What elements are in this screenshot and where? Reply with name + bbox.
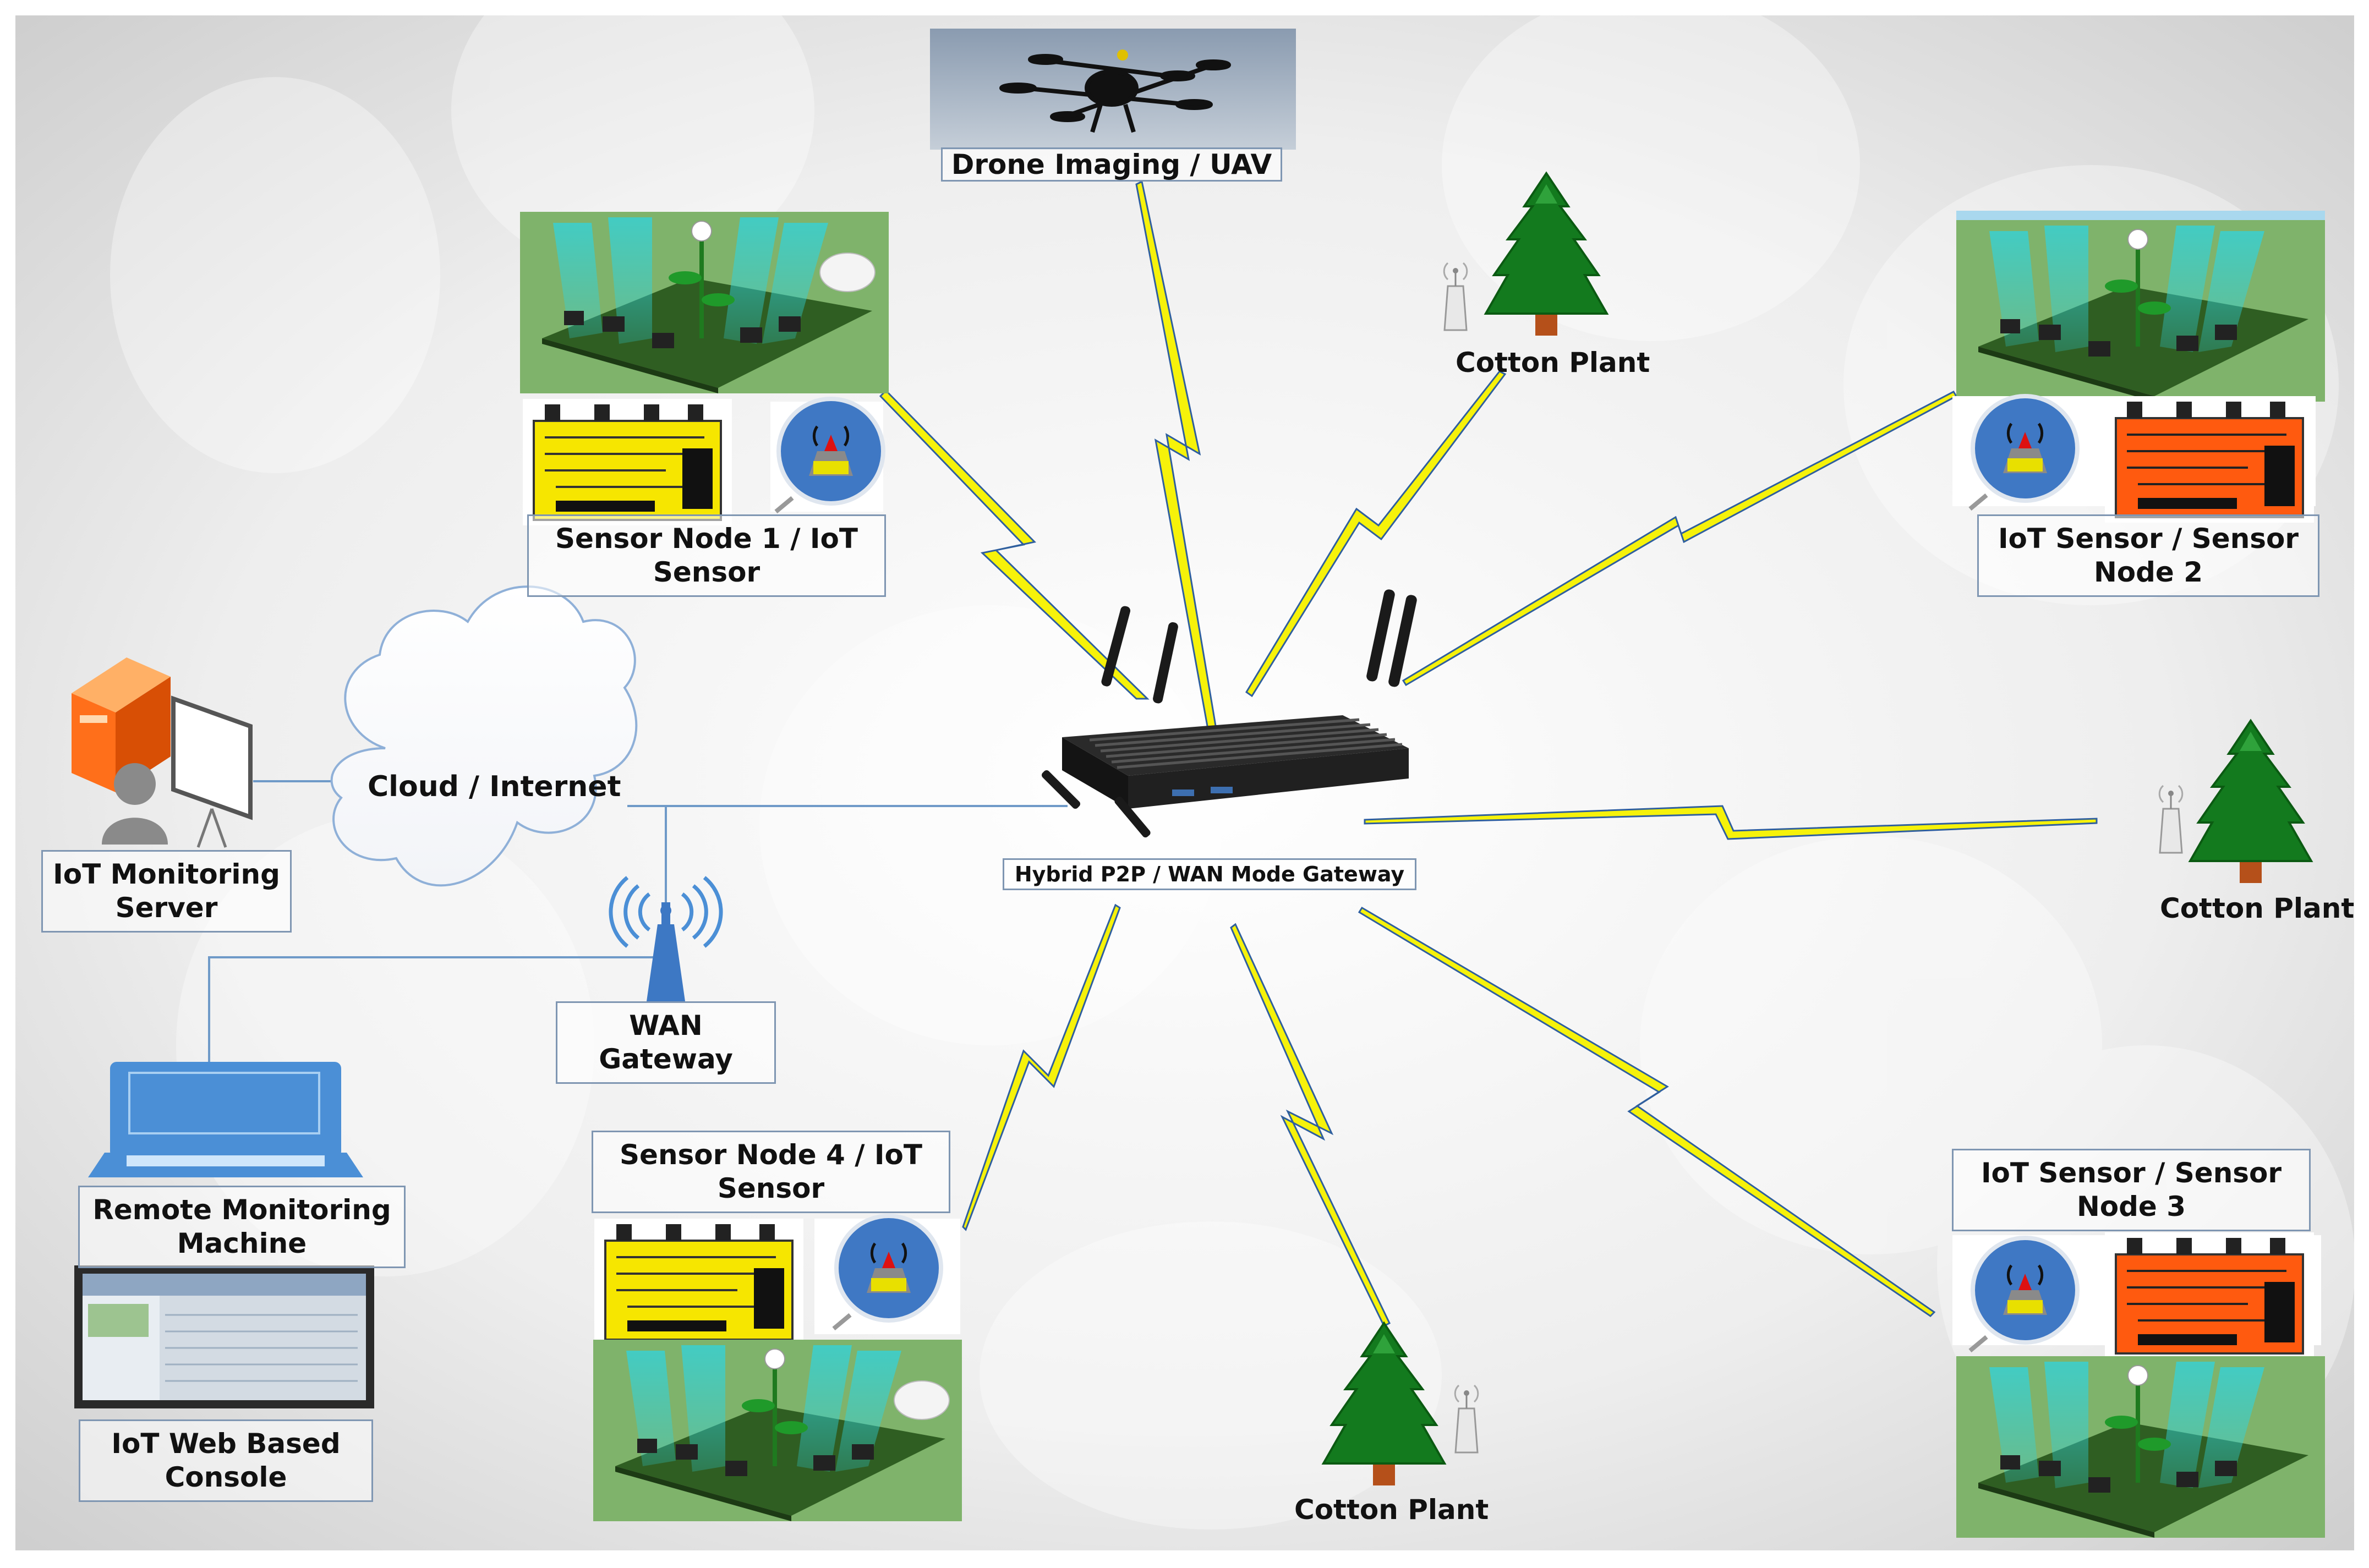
sensor-node-4-graphic xyxy=(593,1216,962,1521)
sensor-node-3-graphic xyxy=(1952,1231,2325,1538)
sensor-node-1-graphic xyxy=(520,212,889,527)
cotton-plant-right-label: Cotton Plant xyxy=(2160,892,2355,924)
sensor-node-1-label: Sensor Node 1 / IoT Sensor xyxy=(527,514,886,597)
monitoring-server-label: IoT Monitoring Server xyxy=(41,850,292,933)
sensor-node-2-graphic xyxy=(1952,211,2325,524)
laptop-icon xyxy=(88,1062,363,1177)
wireless-links xyxy=(879,180,2098,1328)
link-plant-right xyxy=(1364,805,2098,840)
link-plant-top xyxy=(1245,370,1507,698)
sensor-node-3-label: IoT Sensor / Sensor Node 3 xyxy=(1952,1149,2311,1231)
drone-label-text: Drone Imaging / UAV xyxy=(951,148,1272,180)
sensor-node-2-label-line1: IoT Sensor / Sensor xyxy=(1998,523,2299,555)
web-console-label-line1: IoT Web Based xyxy=(111,1428,341,1460)
monitoring-server-label-line1: IoT Monitoring xyxy=(53,858,280,890)
sensor-node-4-label-line2: Sensor xyxy=(717,1172,825,1204)
link-node2 xyxy=(1402,391,1958,687)
wan-gateway-label-text: WAN Gateway xyxy=(599,1010,733,1075)
gateway-label: Hybrid P2P / WAN Mode Gateway xyxy=(1003,858,1416,890)
cotton-plant-bottom-label: Cotton Plant xyxy=(1294,1494,1489,1526)
remote-machine-label-line2: Machine xyxy=(177,1227,307,1259)
drone-label: Drone Imaging / UAV xyxy=(941,147,1282,182)
web-console-label-line2: Console xyxy=(165,1461,287,1493)
remote-machine-label-line1: Remote Monitoring xyxy=(92,1194,391,1226)
gateway-label-text: Hybrid P2P / WAN Mode Gateway xyxy=(1014,862,1405,886)
gateway-device xyxy=(1042,589,1417,838)
cotton-plant-top-label: Cotton Plant xyxy=(1456,347,1650,379)
sensor-node-3-label-line1: IoT Sensor / Sensor xyxy=(1980,1157,2282,1189)
link-node4 xyxy=(962,903,1121,1231)
console-screenshot xyxy=(74,1265,374,1408)
server-icon xyxy=(72,657,253,848)
sensor-node-1-label-line1: Sensor Node 1 / IoT xyxy=(555,523,858,555)
sensor-node-3-label-line2: Node 3 xyxy=(2076,1191,2186,1222)
sensor-node-4-label-line1: Sensor Node 4 / IoT xyxy=(620,1139,922,1171)
web-console-label: IoT Web Based Console xyxy=(79,1419,373,1502)
wan-antenna xyxy=(609,876,723,1001)
wan-gateway-label: WAN Gateway xyxy=(556,1001,776,1084)
sensor-node-2-label: IoT Sensor / Sensor Node 2 xyxy=(1977,514,2319,597)
sensor-node-4-label: Sensor Node 4 / IoT Sensor xyxy=(592,1131,950,1213)
sensor-node-1-label-line2: Sensor xyxy=(653,556,761,588)
cloud-label: Cloud / Internet xyxy=(368,770,621,803)
monitoring-server-label-line2: Server xyxy=(115,892,218,924)
cloud-shape xyxy=(330,585,638,887)
remote-machine-label: Remote Monitoring Machine xyxy=(78,1186,406,1268)
link-node1 xyxy=(879,389,1150,700)
drone-image xyxy=(930,29,1296,150)
link-node3 xyxy=(1358,906,1936,1317)
sensor-node-2-label-line2: Node 2 xyxy=(2093,556,2203,588)
